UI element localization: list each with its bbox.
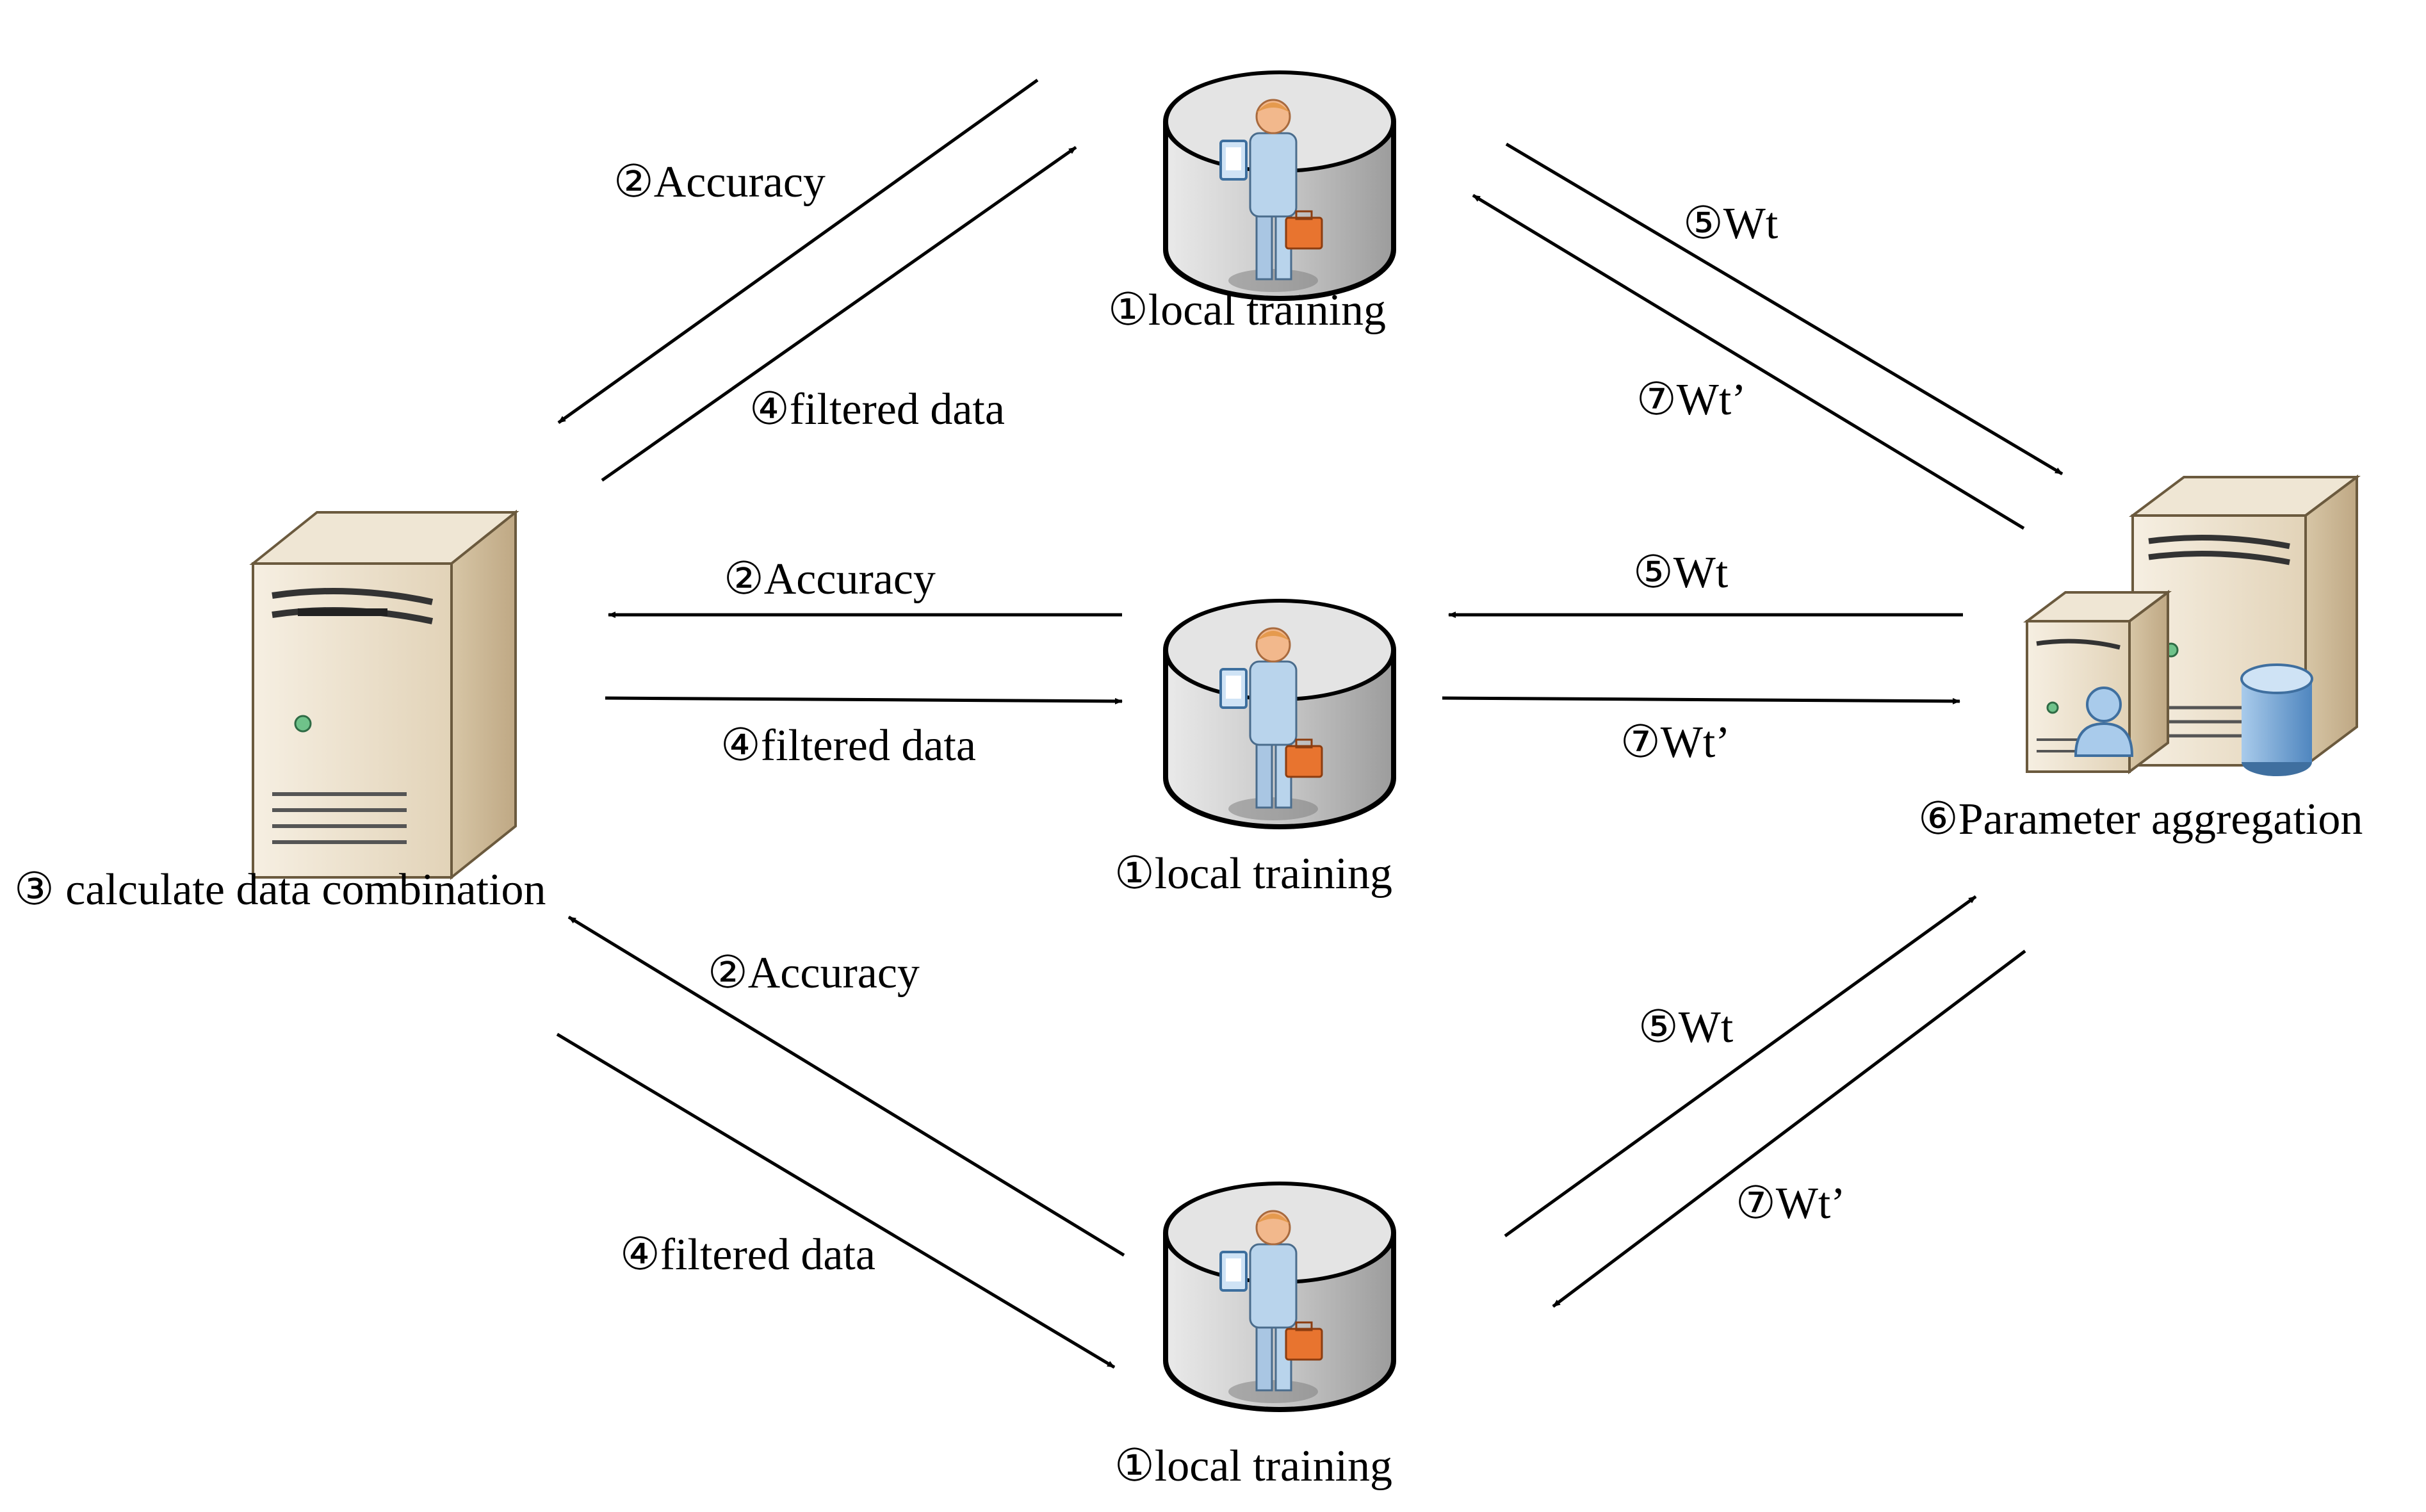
- label-mid-wt: ⑤Wt: [1633, 548, 1729, 597]
- arrow-bot-wt-prime: [1552, 950, 2026, 1308]
- arrow-mid-filtered-data: [605, 696, 1123, 704]
- arrow-top-wt: [1505, 142, 2064, 476]
- label-bot-wt-prime: ⑦Wt’: [1736, 1179, 1846, 1228]
- arrow-top-filtered-data: [601, 145, 1077, 482]
- client-bottom-database-icon: [1162, 1180, 1397, 1413]
- label-mid-filtered-data: ④filtered data: [720, 721, 976, 770]
- combiner-server-icon: [253, 512, 516, 877]
- aggregation-server-icon: [2023, 475, 2361, 776]
- combiner-server-label: ③ calculate data combination: [14, 865, 546, 915]
- label-bot-accuracy: ②Accuracy: [708, 948, 920, 998]
- aggregation-server-label: ⑥Parameter aggregation: [1918, 795, 2363, 844]
- arrow-mid-wt-prime: [1442, 696, 1960, 704]
- label-bot-filtered-data: ④filtered data: [620, 1230, 875, 1280]
- label-mid-accuracy: ②Accuracy: [724, 555, 936, 604]
- label-top-wt: ⑤Wt: [1683, 199, 1779, 248]
- arrow-bot-accuracy: [567, 915, 1125, 1257]
- label-mid-wt-prime: ⑦Wt’: [1620, 718, 1730, 767]
- client-middle-database-icon: [1162, 597, 1397, 831]
- label-top-filtered-data: ④filtered data: [749, 385, 1005, 434]
- arrow-bot-filtered-data: [556, 1032, 1116, 1369]
- client-top-database-icon: [1162, 69, 1397, 302]
- arrow-bot-wt: [1504, 895, 1977, 1238]
- label-bot-wt: ⑤Wt: [1638, 1003, 1734, 1052]
- client-middle-label: ①local training: [1114, 849, 1393, 898]
- label-top-accuracy: ②Accuracy: [614, 158, 826, 207]
- arrow-top-wt-prime: [1472, 193, 2025, 530]
- client-bottom-label: ①local training: [1114, 1442, 1393, 1491]
- arrow-top-accuracy: [557, 78, 1039, 425]
- client-top-label: ①local training: [1108, 286, 1387, 335]
- label-top-wt-prime: ⑦Wt’: [1636, 375, 1746, 425]
